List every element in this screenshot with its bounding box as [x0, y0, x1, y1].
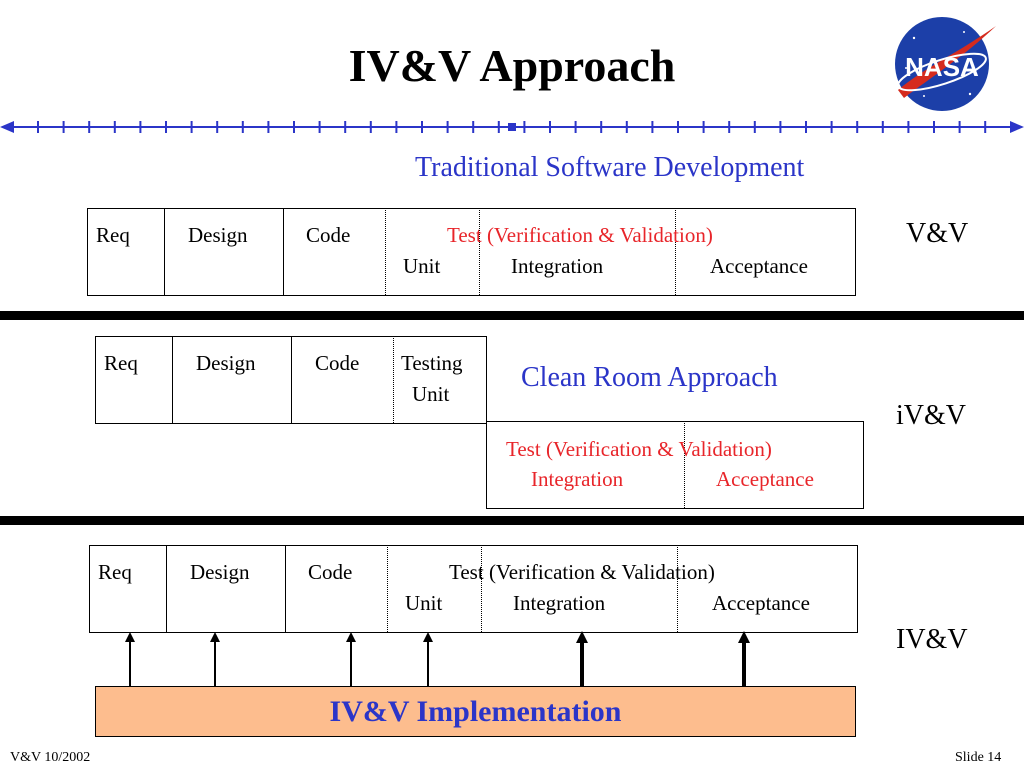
test-title: Test (Verification & Validation) — [506, 437, 772, 461]
divider — [285, 545, 286, 632]
nasa-logo: NASA — [895, 17, 996, 111]
phase-code: Code — [308, 560, 353, 584]
arrow-unit — [423, 632, 433, 687]
phase-unit: Unit — [403, 254, 441, 278]
divider — [479, 208, 480, 295]
arrow-req — [125, 632, 135, 687]
phase-req: Req — [96, 223, 130, 247]
phase-unit: Unit — [405, 591, 443, 615]
slide-title: IV&V Approach — [348, 40, 676, 91]
phase-code: Code — [315, 351, 360, 375]
arrow-integration — [576, 631, 588, 687]
label-ivv: IV&V — [896, 624, 968, 655]
label-ivv-lower: iV&V — [896, 400, 966, 431]
arrow-design — [210, 632, 220, 687]
test-title: Test (Verification & Validation) — [447, 223, 713, 247]
divider — [291, 336, 292, 423]
phase-integration: Integration — [531, 467, 624, 491]
phase-integration: Integration — [513, 591, 606, 615]
phase-design: Design — [196, 351, 256, 375]
divider — [387, 545, 388, 632]
nasa-logo-text: NASA — [905, 52, 979, 82]
phase-acceptance: Acceptance — [712, 591, 810, 615]
arrows-layer — [125, 631, 750, 687]
footer-slide-number: Slide 14 — [955, 750, 1002, 765]
divider — [385, 208, 386, 295]
timeline-ruler — [0, 121, 1024, 133]
phase-req: Req — [104, 351, 138, 375]
test-title: Test (Verification & Validation) — [449, 560, 715, 584]
cleanroom-test-box — [486, 421, 864, 509]
divider — [172, 336, 173, 423]
footer-left: V&V 10/2002 — [10, 750, 91, 765]
phase-req: Req — [98, 560, 132, 584]
phase-unit: Unit — [412, 382, 450, 406]
ivv-process-box — [89, 545, 858, 633]
divider — [684, 421, 685, 508]
phase-testing: Testing — [401, 351, 463, 375]
arrow-code — [346, 632, 356, 687]
phase-code: Code — [306, 223, 351, 247]
phase-design: Design — [190, 560, 250, 584]
section-separator — [0, 311, 1024, 320]
phase-acceptance: Acceptance — [710, 254, 808, 278]
divider — [393, 336, 394, 423]
divider — [675, 208, 676, 295]
traditional-heading: Traditional Software Development — [415, 152, 805, 183]
cleanroom-heading: Clean Room Approach — [521, 362, 778, 393]
ivv-implementation-bar: IV&V Implementation — [95, 686, 856, 737]
phase-integration: Integration — [511, 254, 604, 278]
divider — [481, 545, 482, 632]
traditional-process-box — [87, 208, 856, 296]
arrow-acceptance — [738, 631, 750, 687]
divider — [166, 545, 167, 632]
divider — [164, 208, 165, 295]
phase-acceptance: Acceptance — [716, 467, 814, 491]
divider — [283, 208, 284, 295]
divider — [677, 545, 678, 632]
phase-design: Design — [188, 223, 248, 247]
label-vv: V&V — [906, 218, 969, 249]
section-separator — [0, 516, 1024, 525]
